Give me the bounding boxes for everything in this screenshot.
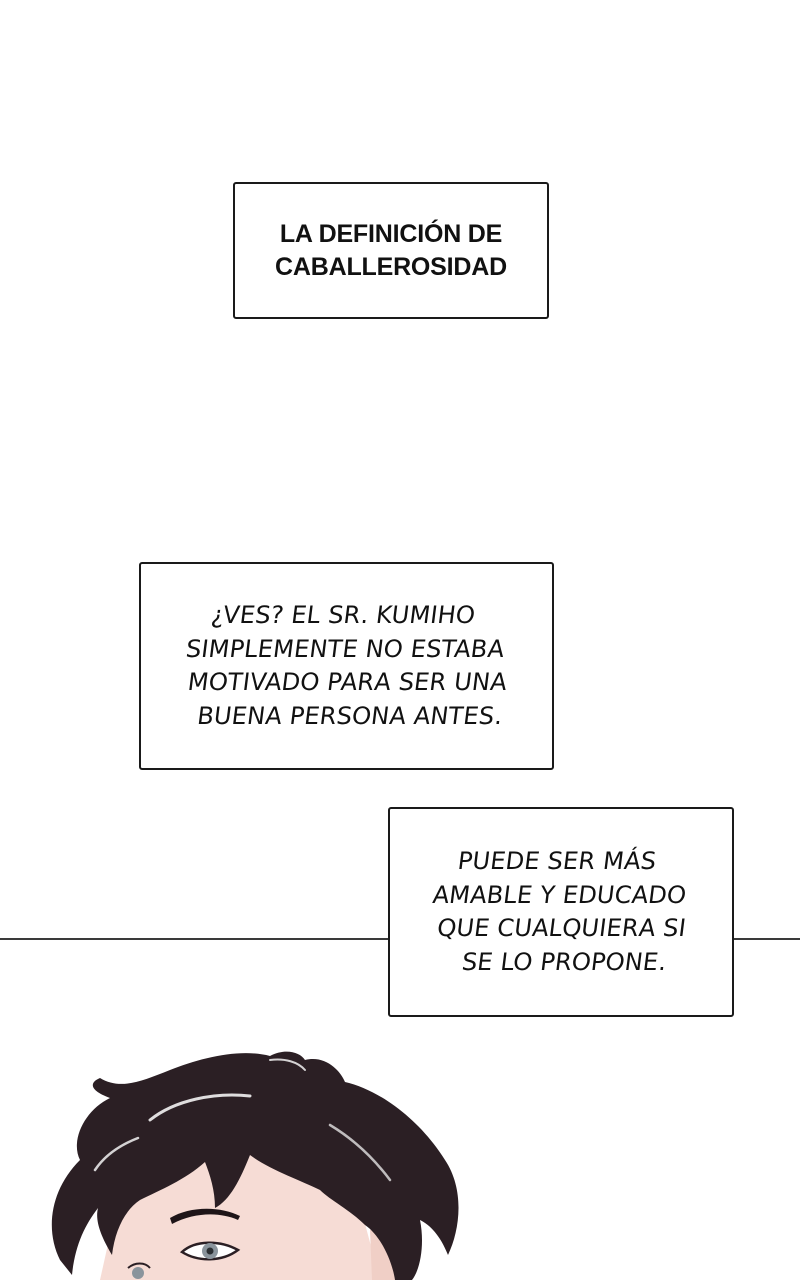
narration-caption-text-1: ¿VES? EL SR. KUMIHO SIMPLEMENTE NO ESTAB…	[185, 601, 509, 730]
character-eyebrow	[170, 1208, 240, 1224]
title-caption-text: LA DEFINICIÓN DE CABALLEROSIDAD	[275, 219, 507, 281]
narration-caption-box-1: ¿VES? EL SR. KUMIHO SIMPLEMENTE NO ESTAB…	[139, 562, 554, 770]
narration-caption-box-2: PUEDE SER MÁS AMABLE Y EDUCADO QUE CUALQ…	[388, 807, 734, 1017]
character-hair	[51, 1051, 459, 1280]
title-caption-box: LA DEFINICIÓN DE CABALLEROSIDAD	[233, 182, 549, 319]
narration-caption-text-2: PUEDE SER MÁS AMABLE Y EDUCADO QUE CUALQ…	[432, 847, 688, 976]
character-head-illustration	[51, 1051, 459, 1280]
